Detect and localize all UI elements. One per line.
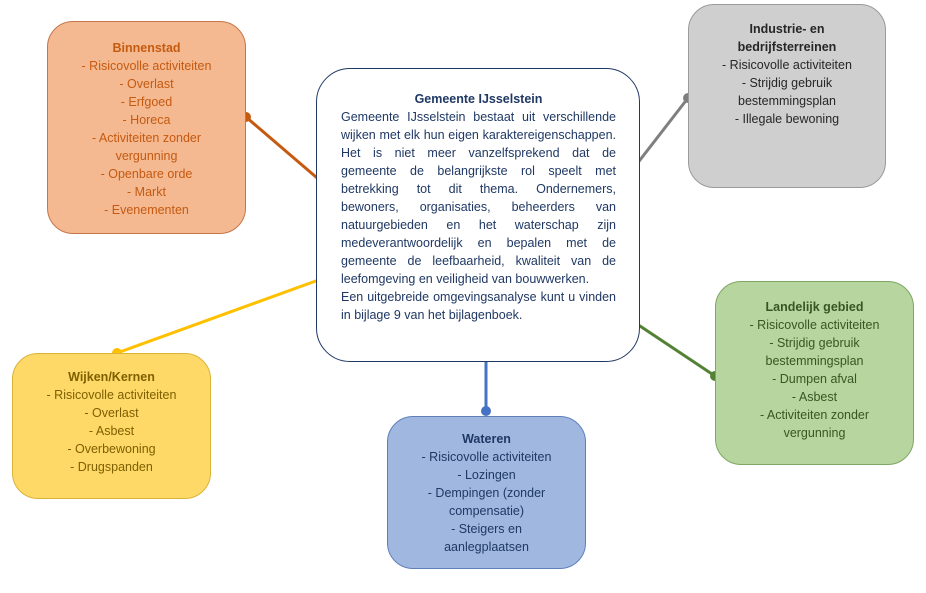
industrie-title-line1: Industrie- en [749, 22, 825, 36]
wateren-item: aanlegplaatsen [444, 540, 529, 554]
landelijk-item: - Asbest [791, 390, 838, 404]
landelijk-item: - Activiteiten zonder [759, 408, 870, 422]
landelijk-item: vergunning [783, 426, 846, 440]
binnenstad-item: - Risicovolle activiteiten [81, 59, 212, 73]
box-wijken-kernen: Wijken/Kernen - Risicovolle activiteiten… [12, 353, 211, 499]
connector-wijken [112, 273, 329, 358]
wateren-item: - Lozingen [457, 468, 516, 482]
box-binnenstad: Binnenstad - Risicovolle activiteiten - … [47, 21, 246, 234]
binnenstad-item: - Openbare orde [100, 167, 193, 181]
binnenstad-item: - Erfgoed [120, 95, 173, 109]
box-industrie: Industrie- en bedrijfsterreinen - Risico… [688, 4, 886, 188]
wateren-item: - Risicovolle activiteiten [421, 450, 552, 464]
landelijk-title: Landelijk gebied [765, 300, 864, 314]
gemeente-paragraph-1: Gemeente IJsselstein bestaat uit verschi… [341, 110, 616, 286]
wateren-item: compensatie) [448, 504, 525, 518]
industrie-title-line2: bedrijfsterreinen [737, 40, 837, 54]
binnenstad-item: - Activiteiten zonder [91, 131, 202, 145]
industrie-item: bestemmingsplan [738, 94, 836, 108]
binnenstad-item: - Overlast [119, 77, 174, 91]
wijken-item: - Overbewoning [67, 442, 156, 456]
industrie-item: - Illegale bewoning [734, 112, 840, 126]
wateren-title: Wateren [462, 432, 511, 446]
binnenstad-title: Binnenstad [112, 41, 181, 55]
binnenstad-item: - Evenementen [104, 203, 189, 217]
industrie-item: - Strijdig gebruik [741, 76, 833, 90]
wijken-item: - Risicovolle activiteiten [46, 388, 177, 402]
wateren-item: - Steigers en [451, 522, 522, 536]
wijken-item: - Overlast [84, 406, 139, 420]
box-gemeente-center: Gemeente IJsselstein Gemeente IJsselstei… [316, 68, 640, 362]
box-landelijk-gebied: Landelijk gebied - Risicovolle activitei… [715, 281, 914, 465]
gemeente-paragraph-2: Een uitgebreide omgevingsanalyse kunt u … [341, 290, 616, 322]
binnenstad-item: vergunning [115, 149, 178, 163]
binnenstad-item: - Horeca [122, 113, 171, 127]
gemeente-title: Gemeente IJsselstein [414, 92, 543, 106]
box-wateren: Wateren - Risicovolle activiteiten - Loz… [387, 416, 586, 569]
landelijk-item: bestemmingsplan [765, 354, 864, 368]
wijken-item: - Asbest [88, 424, 135, 438]
wijken-item: - Drugspanden [70, 460, 153, 474]
landelijk-item: - Strijdig gebruik [769, 336, 860, 350]
wijken-title: Wijken/Kernen [68, 370, 155, 384]
industrie-item: - Risicovolle activiteiten [722, 58, 852, 72]
landelijk-item: - Dumpen afval [772, 372, 857, 386]
wateren-item: - Dempingen (zonder [427, 486, 546, 500]
landelijk-item: - Risicovolle activiteiten [749, 318, 880, 332]
binnenstad-item: - Markt [127, 185, 166, 199]
